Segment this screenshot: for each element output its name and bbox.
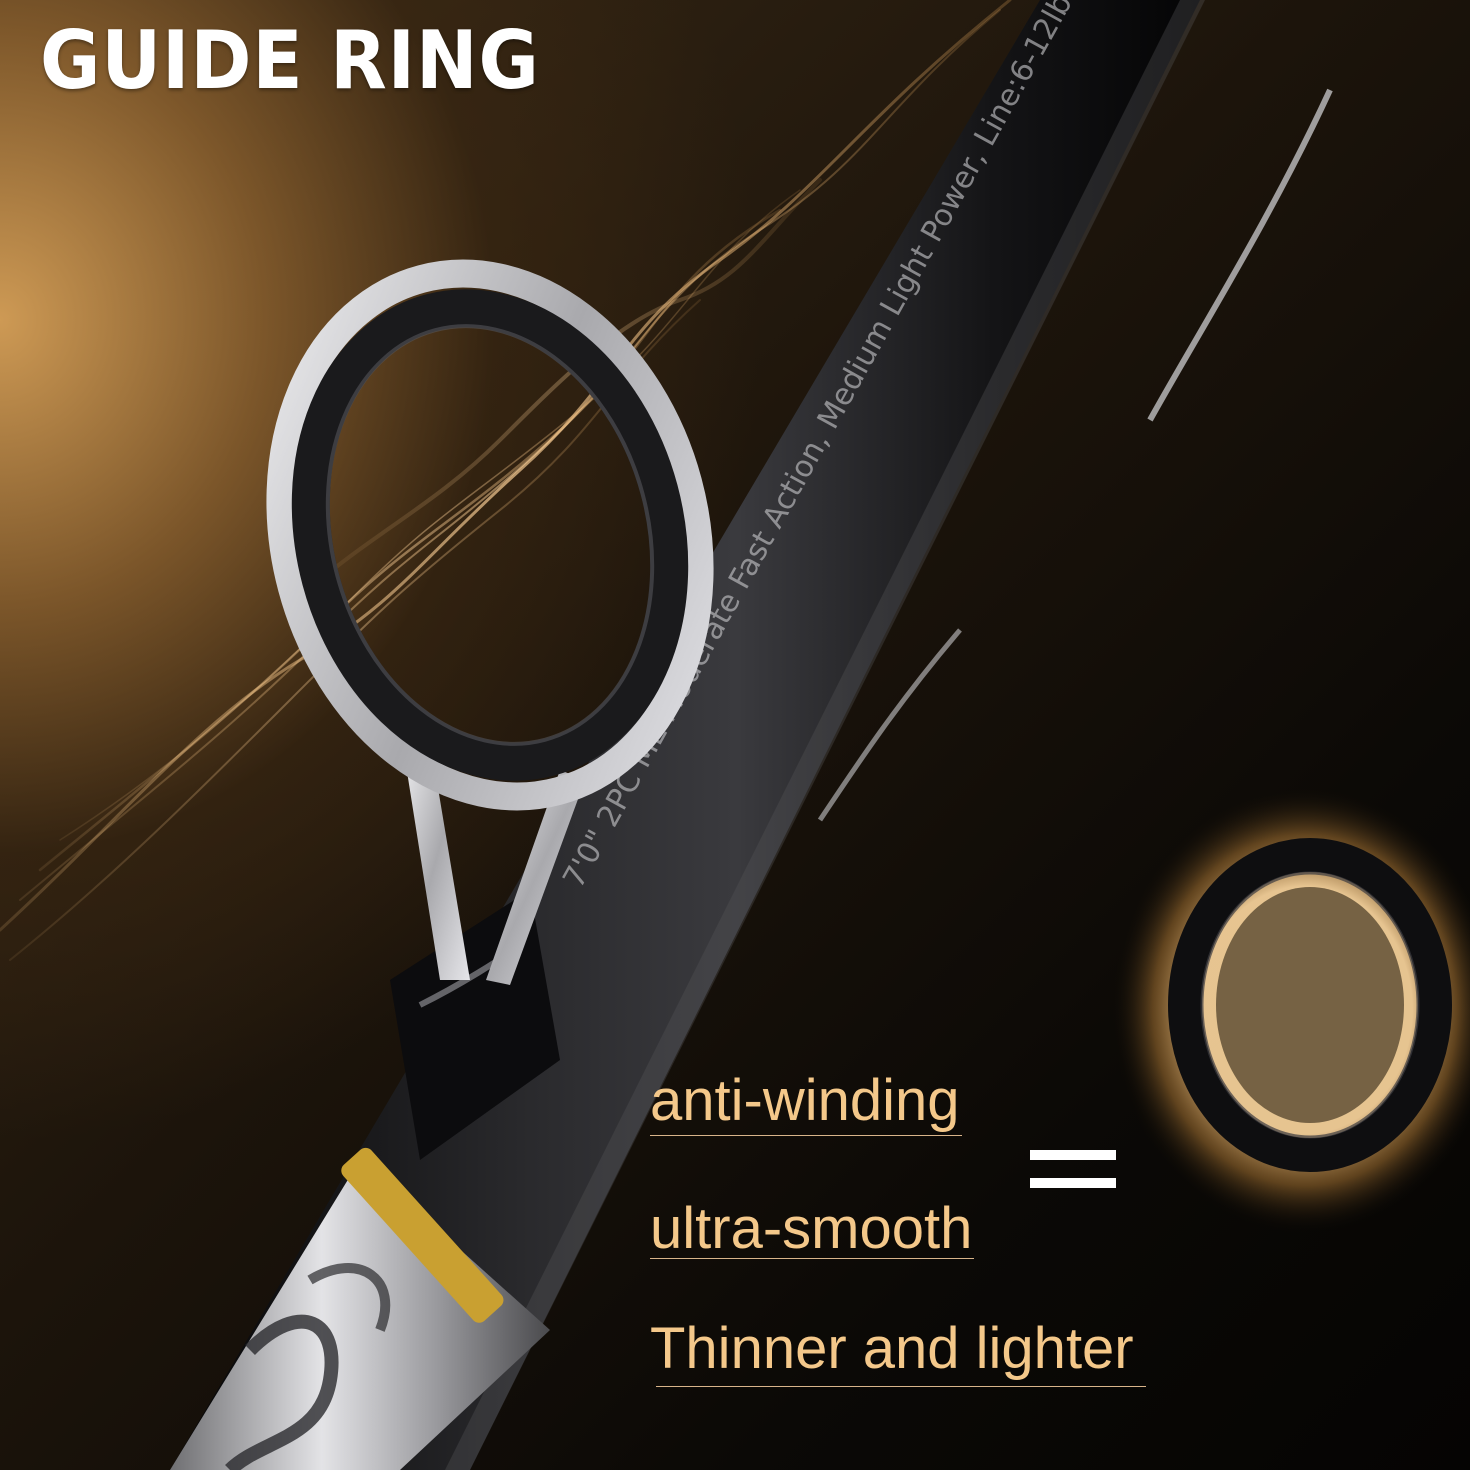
feature-underline bbox=[656, 1386, 1146, 1387]
gold-winding-ring bbox=[341, 1147, 504, 1323]
feature-underline bbox=[650, 1258, 974, 1259]
feature-thinner-lighter: Thinner and lighter bbox=[650, 1316, 1134, 1381]
feature-ultra-smooth: ultra-smooth bbox=[650, 1196, 973, 1261]
guide-ring-icon bbox=[266, 259, 714, 985]
equals-bar-bottom bbox=[1030, 1178, 1116, 1188]
feature-underline bbox=[650, 1135, 962, 1136]
page-title: GUIDE RING bbox=[40, 14, 540, 107]
feature-anti-winding: anti-winding bbox=[650, 1068, 960, 1133]
ceramic-ring-icon bbox=[1110, 785, 1470, 1235]
equals-bar-top bbox=[1030, 1150, 1116, 1160]
rod-grip bbox=[170, 1147, 550, 1470]
